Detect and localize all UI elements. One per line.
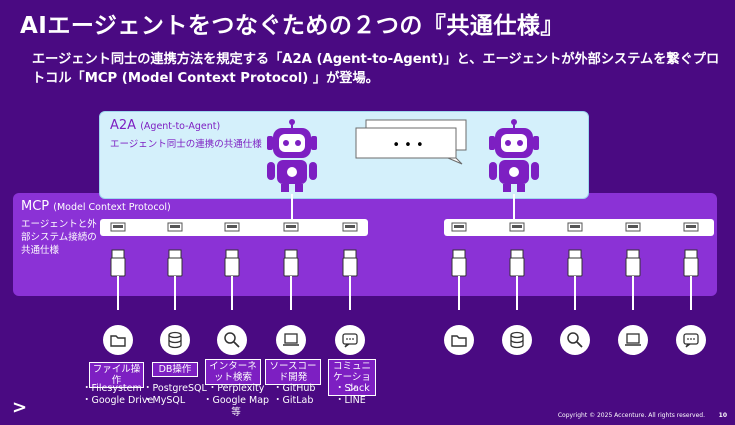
laptop-icon	[618, 325, 648, 355]
logo: >	[12, 397, 28, 418]
page-title: AIエージェントをつなぐための２つの『共通仕様』	[20, 13, 564, 39]
list-item: ・GitHub	[273, 383, 316, 394]
mcp-title: MCP (Model Context Protocol)	[21, 199, 171, 214]
bubble-text: • • •	[392, 138, 423, 153]
a2a-description: エージェント同士の連携の共通仕様	[110, 139, 262, 150]
robot-right-icon	[489, 119, 539, 192]
list-item: ・Slack	[335, 383, 370, 394]
a2a-title-sub: (Agent-to-Agent)	[140, 121, 221, 132]
right-robot-connector	[513, 194, 515, 219]
list-item: ・Google Map	[203, 395, 270, 406]
list-item: ・LINE	[335, 395, 366, 406]
list-item: ・GitLab	[273, 395, 314, 406]
mcp-title-sub: (Model Context Protocol)	[53, 202, 171, 213]
page-subtitle: エージェント同士の連携方法を規定する「A2A (Agent-to-Agent)」…	[32, 52, 720, 86]
a2a-title-main: A2A	[110, 118, 137, 133]
database-icon	[160, 325, 190, 355]
category-label-code: ソースコード開発	[265, 359, 321, 385]
category-items-search: ・Perplexity ・Google Map 等	[203, 383, 269, 419]
page-number: 10	[718, 412, 727, 419]
mcp-description: エージェントと外部システム接続の共通仕様	[21, 219, 97, 256]
category-items-db: ・PostgreSQL ・MySQL	[143, 383, 207, 407]
chat-icon	[335, 325, 365, 355]
copyright: Copyright © 2025 Accenture. All rights r…	[557, 412, 705, 419]
laptop-icon	[276, 325, 306, 355]
category-items-file: ・Filesystem ・Google Drive	[82, 383, 153, 407]
search-icon	[560, 325, 590, 355]
list-item: ・MySQL	[143, 395, 186, 406]
category-items-code: ・GitHub ・GitLab	[273, 383, 315, 407]
a2a-title: A2A (Agent-to-Agent)	[110, 118, 220, 133]
list-item: ・Filesystem	[82, 383, 142, 394]
robot-left-icon	[267, 119, 317, 192]
database-icon	[502, 325, 532, 355]
mcp-title-main: MCP	[21, 199, 50, 214]
folder-icon	[103, 325, 133, 355]
category-label-comm: コミュニケーション	[328, 359, 376, 396]
speech-bubble-icon: • • •	[355, 119, 467, 165]
list-item: ・PostgreSQL	[143, 383, 207, 394]
category-items-comm: ・Slack ・LINE	[335, 383, 370, 407]
list-item: ・Perplexity	[207, 383, 265, 394]
category-label-search: インターネット検索	[205, 359, 261, 385]
search-icon	[217, 325, 247, 355]
list-item: 等	[231, 407, 241, 418]
category-label-db: DB操作	[152, 362, 198, 377]
chat-icon	[676, 325, 706, 355]
list-item: ・Google Drive	[82, 395, 154, 406]
category-label-file: ファイル操作	[89, 362, 144, 388]
folder-icon	[444, 325, 474, 355]
mcp-panel: MCP (Model Context Protocol) エージェントと外部シス…	[13, 193, 717, 296]
left-robot-connector	[291, 194, 293, 219]
